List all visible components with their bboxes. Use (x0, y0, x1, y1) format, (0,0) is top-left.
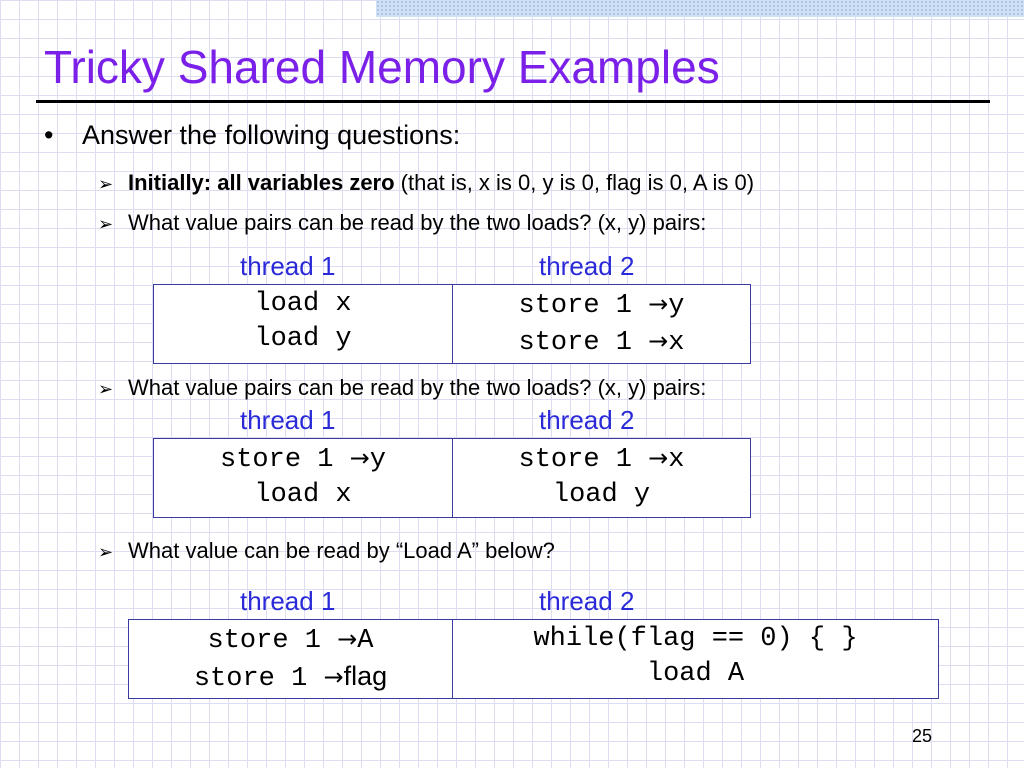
code-line: while(flag == 0) { } (533, 624, 858, 654)
sub-bullet-arrow-icon: ➢ (98, 379, 114, 399)
sub-bullet-question-3: ➢ What value can be read by “Load A” belo… (98, 538, 555, 564)
code-line: store 1 →x (518, 327, 685, 358)
code-line: load y (254, 324, 352, 354)
question-3-text: What value can be read by “Load A” below… (128, 538, 555, 563)
example2-thread2-code: store 1 →x load y (452, 438, 751, 518)
header-decoration-band (376, 0, 1024, 17)
title-divider (36, 100, 990, 103)
code-line: store 1 →y (220, 444, 386, 475)
example3-thread1-label: thread 1 (240, 586, 336, 616)
arrow-icon: → (337, 625, 358, 653)
sub-bullet-question-1: ➢ What value pairs can be read by the two… (98, 210, 706, 236)
example1-thread2-label: thread 2 (539, 251, 635, 281)
code-line: load A (646, 659, 745, 689)
sub-bullet-arrow-icon: ➢ (98, 174, 114, 194)
code-line: load y (552, 480, 651, 510)
initially-rest-text: (that is, x is 0, y is 0, flag is 0, A i… (394, 170, 755, 195)
arrow-icon: → (648, 444, 669, 472)
sub-bullet-arrow-icon: ➢ (98, 542, 114, 562)
code-line: load x (254, 480, 352, 510)
initially-bold-text: Initially: all variables zero (128, 170, 395, 195)
code-line: store 1 →flag (193, 661, 388, 694)
code-line: load x (254, 289, 352, 319)
question-2-text: What value pairs can be read by the two … (128, 375, 707, 400)
code-line: store 1 →x (518, 444, 685, 475)
example1-thread1-code: load x load y (153, 284, 453, 364)
page-number: 25 (912, 726, 933, 746)
sub-bullet-question-2: ➢ What value pairs can be read by the two… (98, 375, 706, 401)
arrow-icon: → (323, 663, 344, 691)
example1-thread2-code: store 1 →y store 1 →x (452, 284, 751, 364)
slide-title: Tricky Shared Memory Examples (44, 41, 720, 93)
arrow-icon: → (349, 444, 370, 472)
bullet-marker: • (44, 120, 54, 150)
example3-thread1-code: store 1 →A store 1 →flag (128, 619, 453, 699)
main-bullet-text: Answer the following questions: (82, 120, 461, 150)
code-line: store 1 →y (518, 290, 685, 321)
question-1-text: What value pairs can be read by the two … (128, 210, 707, 235)
sub-bullet-arrow-icon: ➢ (98, 214, 114, 234)
sub-bullet-initially: ➢ Initially: all variables zero (that is,… (98, 170, 754, 196)
example3-thread2-label: thread 2 (539, 586, 635, 616)
example3-thread2-code: while(flag == 0) { } load A (452, 619, 939, 699)
main-bullet: • Answer the following questions: (44, 120, 460, 151)
example2-thread2-label: thread 2 (539, 405, 635, 435)
code-line: store 1 →A (207, 625, 374, 656)
example2-thread1-label: thread 1 (240, 405, 336, 435)
example1-thread1-label: thread 1 (240, 251, 336, 281)
arrow-icon: → (648, 290, 669, 318)
example2-thread1-code: store 1 →y load x (153, 438, 453, 518)
arrow-icon: → (648, 327, 669, 355)
